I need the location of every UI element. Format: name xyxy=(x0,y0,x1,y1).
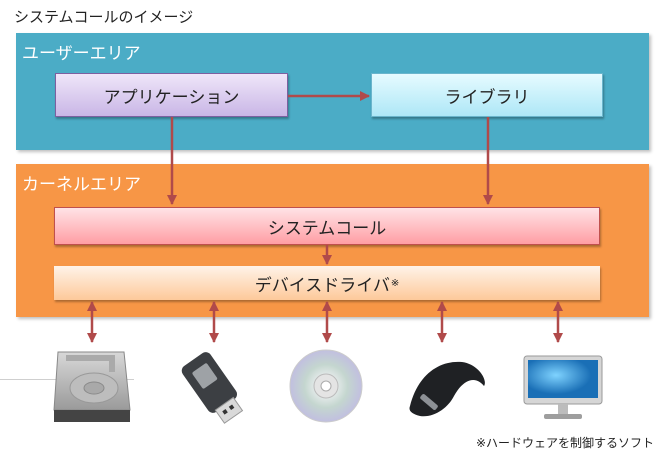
hard-disk-icon xyxy=(53,351,131,422)
kernel-area-label: カーネルエリア xyxy=(22,175,141,195)
user-area-label: ユーザーエリア xyxy=(22,44,141,64)
driver-footnote-mark: ※ xyxy=(390,277,400,289)
diagram-title: システムコールのイメージ xyxy=(14,8,194,26)
mouse-icon xyxy=(409,361,485,417)
cd-disc-icon xyxy=(289,349,363,423)
system-call-label: システムコール xyxy=(267,218,387,239)
system-call-box: システムコール xyxy=(54,207,600,245)
footnote: ※ハードウェアを制御するソフト xyxy=(476,436,655,450)
usb-flash-drive-icon xyxy=(181,352,244,424)
monitor-icon xyxy=(523,355,603,419)
library-box: ライブラリ xyxy=(371,73,603,117)
application-label: アプリケーション xyxy=(103,87,240,108)
device-driver-label: デバイスドライバ xyxy=(254,275,390,296)
application-box: アプリケーション xyxy=(55,73,288,117)
device-driver-box: デバイスドライバ※ xyxy=(54,266,600,300)
library-label: ライブラリ xyxy=(444,87,530,108)
